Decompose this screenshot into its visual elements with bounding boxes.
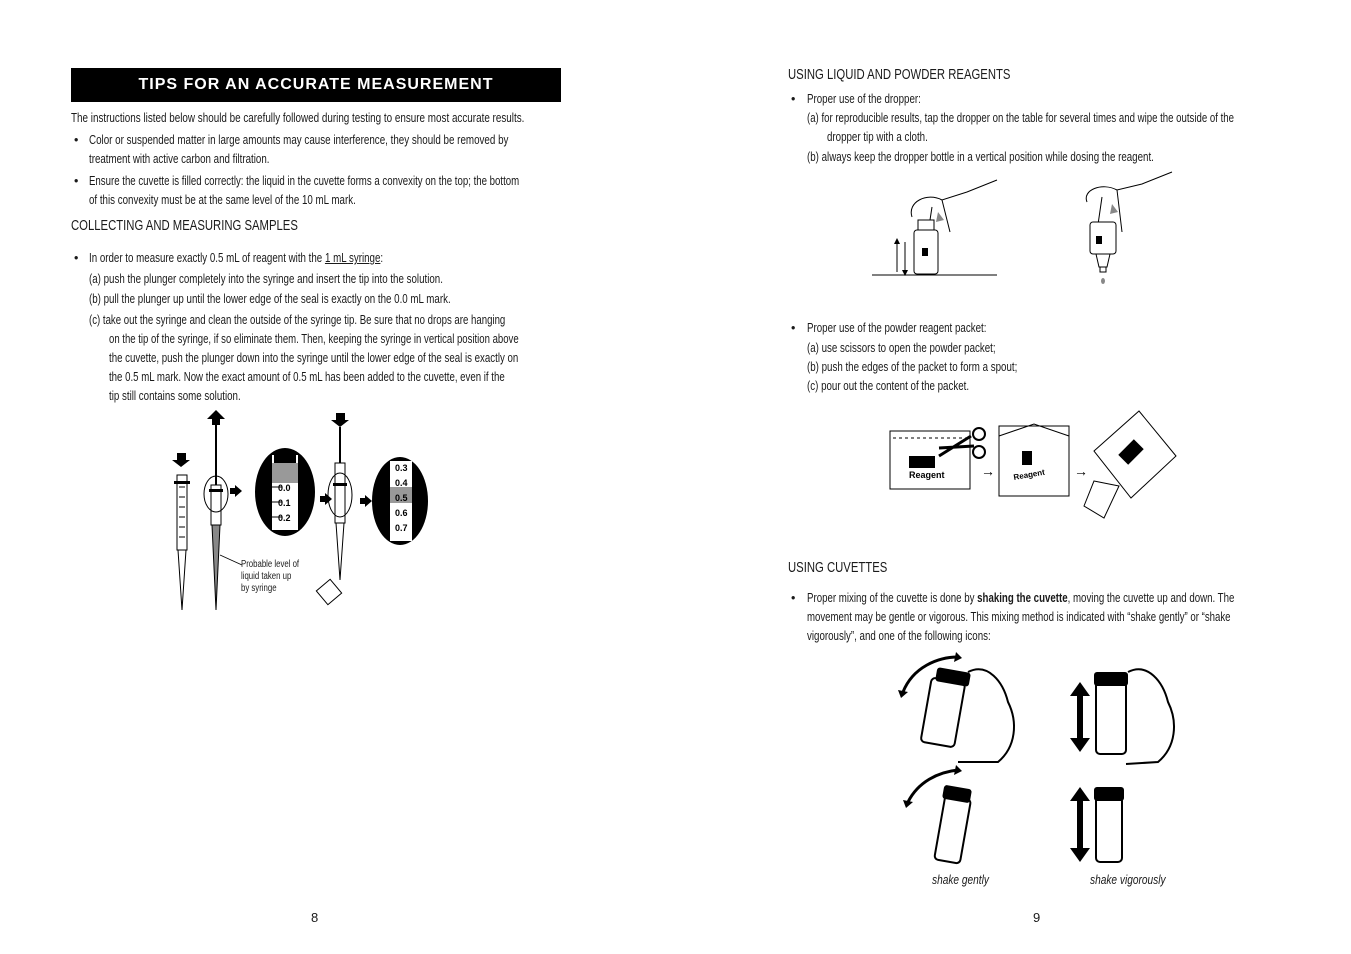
packet-title: Proper use of the powder reagent packet: xyxy=(807,321,987,335)
packet-scissors-icon: Reagent xyxy=(889,427,986,490)
packet-spout-icon: Reagent xyxy=(998,423,1070,497)
section-heading-reagents: USING LIQUID AND POWDER REAGENTS xyxy=(788,67,1011,83)
syringe-icon xyxy=(172,453,190,611)
cuvette-text-3: vigorously”, and one of the following ic… xyxy=(807,629,991,643)
shake-vigorously-cuvette-icon xyxy=(1070,787,1124,863)
bullet-color-text: Color or suspended matter in large amoun… xyxy=(89,133,509,147)
shaking-emphasis: shaking the cuvette xyxy=(977,591,1068,605)
packet-illustration: Reagent → Reagent → xyxy=(889,410,1177,519)
syringe-intro: In order to measure exactly 0.5 mL of re… xyxy=(89,251,384,265)
syringe-icon xyxy=(315,413,353,606)
intro-text: The instructions listed below should be … xyxy=(71,111,525,125)
step-c-1: (c) take out the syringe and clean the o… xyxy=(89,313,506,327)
step-b: (b) pull the plunger up until the lower … xyxy=(89,292,451,306)
packet-step-b: (b) push the edges of the packet to form… xyxy=(807,360,1018,374)
shake-gently-cuvette-icon xyxy=(903,765,972,865)
bullet-dot: • xyxy=(74,133,79,147)
scale-label: 0.4 xyxy=(395,478,408,488)
arrow-right-icon: → xyxy=(981,463,995,479)
bullet-color-text-2: treatment with active carbon and filtrat… xyxy=(89,152,270,166)
magnified-scale-icon: 0.0 0.1 0.2 xyxy=(255,448,315,536)
packet-pour-icon xyxy=(1083,410,1177,519)
dropper-title: Proper use of the dropper: xyxy=(807,92,921,106)
cuvette-text-2: movement may be gentle or vigorous. This… xyxy=(807,610,1231,624)
scale-label: 0.6 xyxy=(395,508,408,518)
dropper-step-b: (b) always keep the dropper bottle in a … xyxy=(807,150,1154,164)
shake-gently-hand-icon xyxy=(898,652,1015,763)
left-page: TIPS FOR AN ACCURATE MEASUREMENT The ins… xyxy=(0,0,675,954)
packet-step-c: (c) pour out the content of the packet. xyxy=(807,379,970,393)
caption-shake-vigorously: shake vigorously xyxy=(1090,872,1166,887)
bullet-dot: • xyxy=(791,92,796,106)
step-c-5: tip still contains some solution. xyxy=(109,389,241,403)
scale-label: 0.2 xyxy=(278,513,291,523)
scale-label: 0.0 xyxy=(278,483,291,493)
packet-label: Reagent xyxy=(909,470,945,480)
arrow-right-icon xyxy=(365,495,372,507)
step-a: (a) push the plunger completely into the… xyxy=(89,272,443,286)
shake-vigorously-hand-icon xyxy=(1070,668,1175,765)
dropper-step-a: (a) for reproducible results, tap the dr… xyxy=(807,111,1234,125)
bullet-dot: • xyxy=(791,321,796,335)
page-number: 8 xyxy=(311,910,319,925)
caption-shake-gently: shake gently xyxy=(932,872,989,887)
arrow-right-icon: → xyxy=(1074,463,1088,479)
right-page: USING LIQUID AND POWDER REAGENTS • Prope… xyxy=(676,0,1351,954)
dropper-illustration xyxy=(872,171,1173,284)
step-c-4: the 0.5 mL mark. Now the exact amount of… xyxy=(109,370,505,384)
cuvette-text-1: Proper mixing of the cuvette is done by … xyxy=(807,591,1235,605)
section-heading: COLLECTING AND MEASURING SAMPLES xyxy=(71,218,298,234)
hand-dropper-icon xyxy=(1085,171,1173,284)
syringe-link-text: 1 mL syringe xyxy=(324,251,381,265)
scale-label: 0.7 xyxy=(395,523,408,533)
scale-label: 0.5 xyxy=(395,493,408,503)
bullet-cuvette-text-2: of this convexity must be at the same le… xyxy=(89,193,356,207)
step-c-3: the cuvette, push the plunger down into … xyxy=(109,351,519,365)
cuvette-illustration xyxy=(898,652,1175,865)
hand-dropper-icon xyxy=(872,179,998,276)
scale-label: 0.3 xyxy=(395,463,408,473)
scale-label: 0.1 xyxy=(278,498,291,508)
bullet-cuvette-text: Ensure the cuvette is filled correctly: … xyxy=(89,174,520,188)
page-number: 9 xyxy=(1033,910,1041,925)
dropper-step-a-2: dropper tip with a cloth. xyxy=(827,130,928,144)
bullet-dot: • xyxy=(74,174,79,188)
magnified-scale-icon: 0.3 0.4 0.5 0.6 0.7 xyxy=(372,457,428,545)
step-c-2: on the tip of the syringe, if so elimina… xyxy=(109,332,519,346)
syringe-illustration: 0.0 0.1 0.2 0.3 0.4 0.5 0.6 0.7 xyxy=(172,410,428,611)
section-heading-cuvettes: USING CUVETTES xyxy=(788,560,888,576)
bullet-dot: • xyxy=(74,251,79,265)
bullet-dot: • xyxy=(791,591,796,605)
syringe-icon xyxy=(203,410,243,611)
packet-step-a: (a) use scissors to open the powder pack… xyxy=(807,341,996,355)
section-banner: TIPS FOR AN ACCURATE MEASUREMENT xyxy=(71,68,561,102)
